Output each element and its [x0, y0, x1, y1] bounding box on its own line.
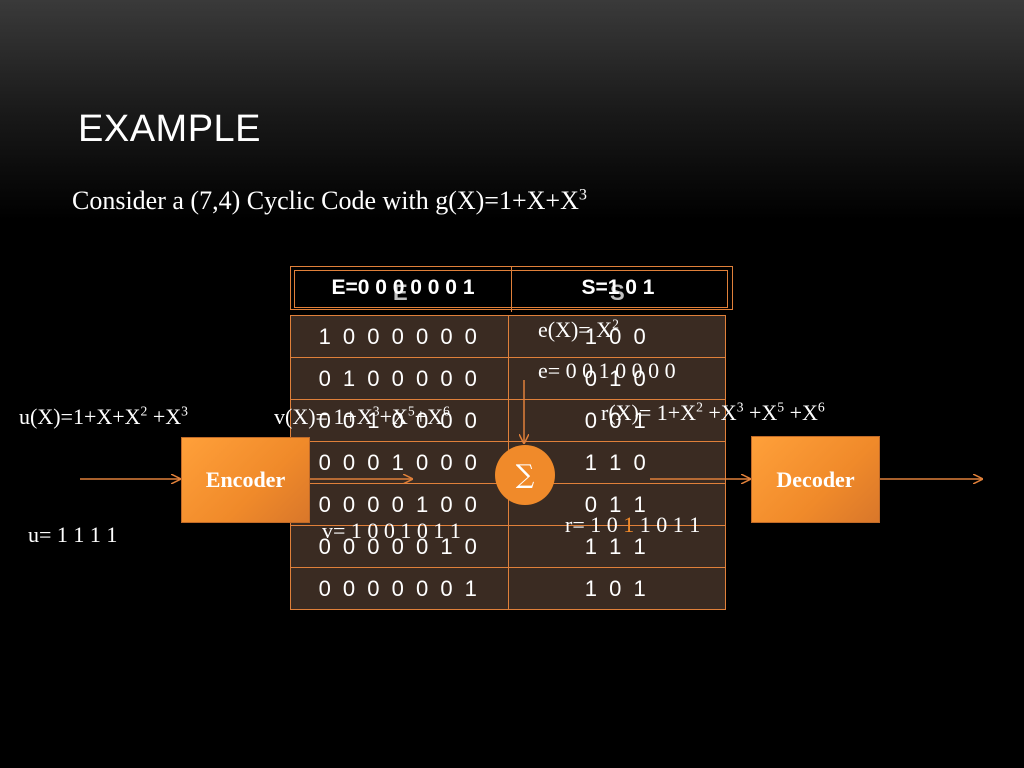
subtitle: Consider a (7,4) Cyclic Code with g(X)=1… — [72, 186, 587, 216]
table-header-error-ghost: E — [393, 280, 408, 305]
error-cell: 0 0 1 0 0 0 0 — [290, 399, 509, 442]
error-cell: 0 1 0 0 0 0 0 — [290, 357, 509, 400]
error-bits: e= 0 0 1 0 0 0 0 — [538, 358, 676, 383]
subtitle-text: Consider a (7,4) Cyclic Code with g(X)=1… — [72, 186, 579, 215]
decoder-block: Decoder — [751, 436, 880, 523]
codeword-bits: v= 1 0 0 1 0 1 1 — [322, 518, 461, 543]
error-cell: 0 0 0 0 0 0 1 — [290, 567, 509, 610]
summation-node: ∑ — [495, 445, 555, 505]
table-header-divider — [511, 266, 512, 312]
decoder-label: Decoder — [776, 466, 855, 492]
message-polynomial: u(X)=1+X+X2 +X3 — [19, 403, 188, 429]
encoder-label: Encoder — [205, 467, 286, 492]
syndrome-cell: 0 0 1 — [507, 399, 726, 442]
error-cell: 0 0 0 0 1 0 0 — [290, 483, 509, 526]
syndrome-cell: 1 1 1 — [507, 525, 726, 568]
message-bits: u= 1 1 1 1 — [28, 522, 118, 547]
syndrome-cell: 0 1 0 — [507, 357, 726, 400]
error-cell: 1 0 0 0 0 0 0 — [290, 315, 509, 358]
received-bits: r= 1 0 1 1 0 1 1 — [565, 512, 701, 537]
flipped-bit: 1 — [623, 512, 635, 537]
error-cell: 0 0 0 1 0 0 0 — [290, 441, 509, 484]
table-header-error: E=0 0 0 0 0 0 1 — [331, 276, 475, 299]
sigma-icon: ∑ — [515, 460, 535, 490]
received-polynomial: r(X)= 1+X2 +X3 +X5 +X6 — [601, 399, 825, 425]
table-header-syndrome-ghost: S — [610, 280, 625, 305]
slide-title: EXAMPLE — [78, 108, 262, 150]
table-header-syndrome: S=1 0 1 — [581, 276, 655, 299]
encoder-block: Encoder — [181, 437, 310, 523]
subtitle-exponent: 3 — [578, 186, 587, 204]
codeword-polynomial: v(X)= 1+X3+X5+X6 — [274, 403, 450, 429]
error-polynomial: e(X)= X2 — [538, 316, 619, 342]
syndrome-cell: 1 0 1 — [507, 567, 726, 610]
